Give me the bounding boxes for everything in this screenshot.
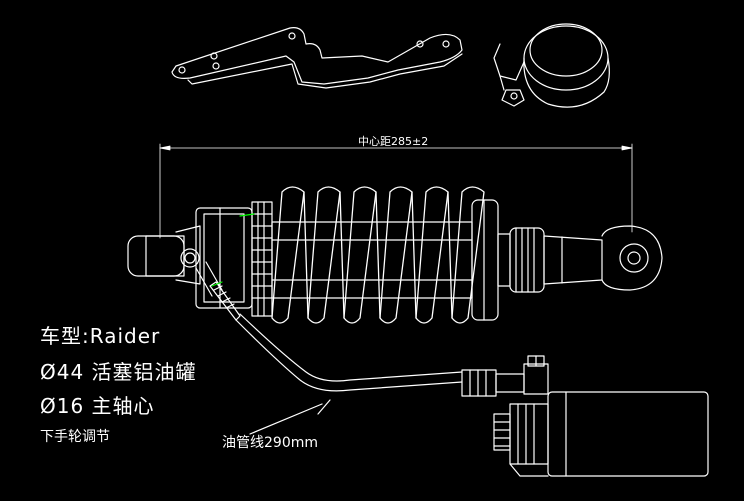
center-distance-dimension — [159, 143, 633, 239]
top-mount-eye — [127, 225, 201, 285]
mounting-bracket — [171, 27, 463, 89]
spec-piston: Ø44 活塞铝油罐 — [40, 360, 197, 384]
coil-spring — [271, 186, 485, 324]
remote-reservoir — [461, 355, 709, 477]
spec-shaft: Ø16 主轴心 — [40, 394, 155, 418]
spec-model: 车型:Raider — [40, 324, 161, 348]
center-distance-label: 中心距285±2 — [358, 135, 429, 148]
green-marker-hose — [211, 281, 223, 287]
shaft-and-bottom-eye — [497, 225, 663, 293]
spec-adjust: 下手轮调节 — [40, 429, 110, 445]
hose-length-label: 油管线290mm — [222, 435, 318, 451]
clamp-ring — [493, 23, 610, 108]
green-marker — [239, 213, 255, 217]
hydraulic-hose — [195, 261, 463, 435]
shock-body — [195, 199, 499, 321]
